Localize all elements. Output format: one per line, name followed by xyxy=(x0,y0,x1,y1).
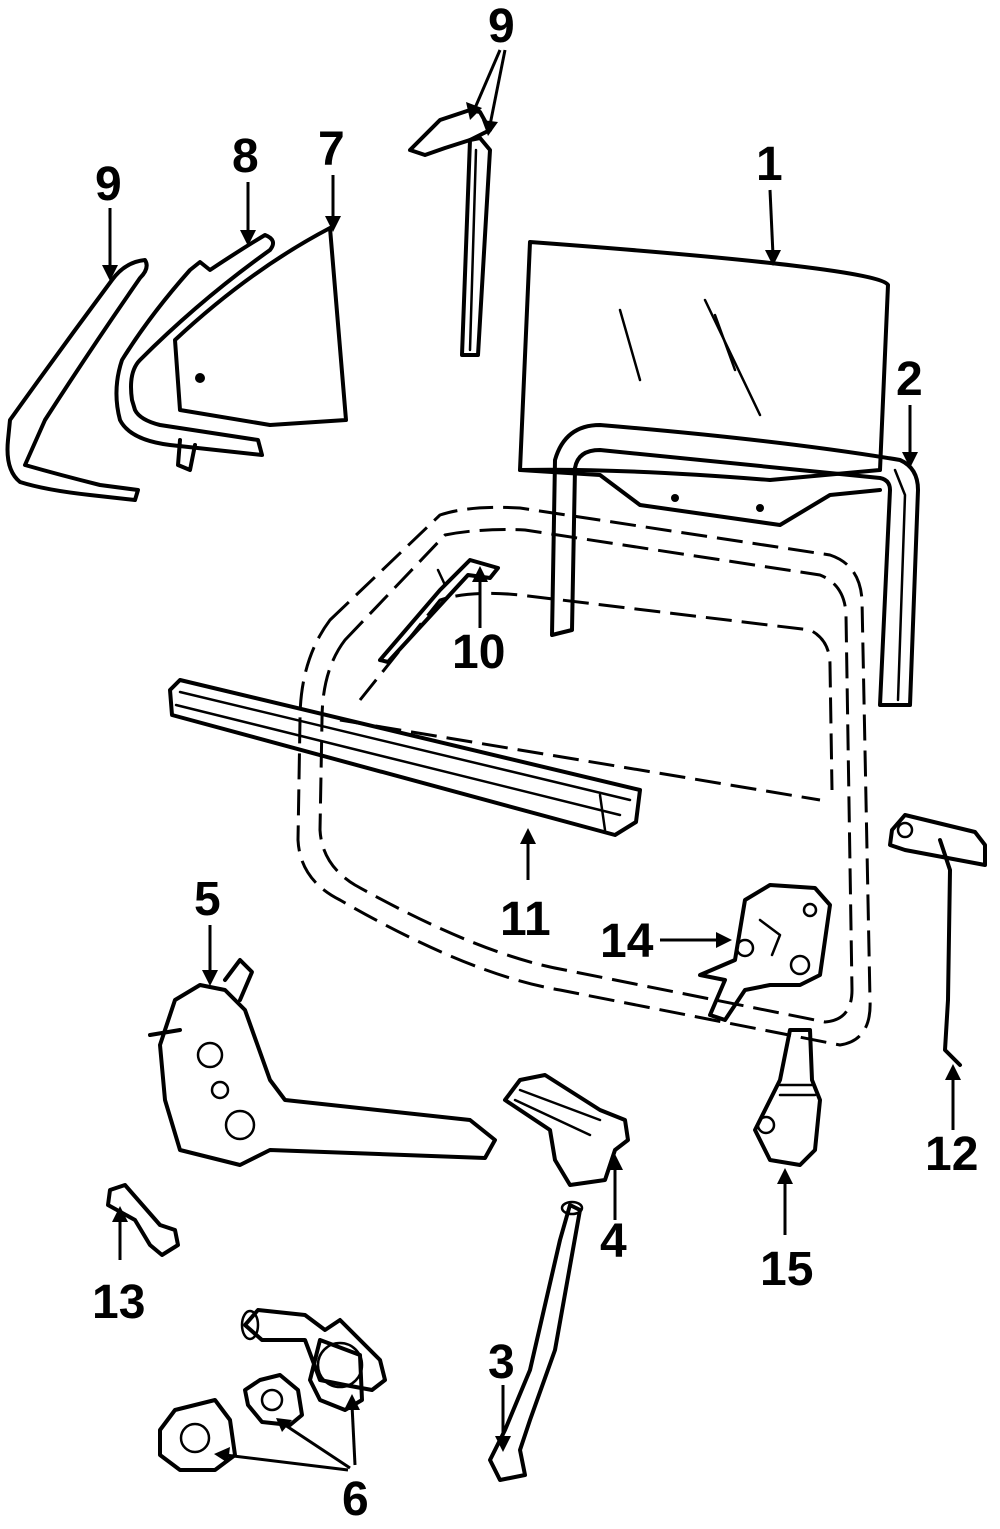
callout-9-left: 9 xyxy=(95,158,122,211)
window-motor[interactable] xyxy=(240,1308,387,1412)
callout-4: 4 xyxy=(600,1215,627,1268)
callout-11: 11 xyxy=(500,893,551,946)
lock-actuator[interactable] xyxy=(753,1028,822,1167)
callout-labels: 1 2 3 4 5 6 7 8 9 9 10 11 12 13 14 15 xyxy=(92,0,978,1526)
callout-6: 6 xyxy=(342,1473,369,1526)
callout-2: 2 xyxy=(896,353,923,406)
window-run-guide[interactable] xyxy=(378,558,500,664)
door-glass[interactable] xyxy=(518,240,890,527)
door-check-strap[interactable] xyxy=(488,1200,584,1482)
callout-10: 10 xyxy=(452,626,505,679)
belt-weatherstrip[interactable] xyxy=(168,678,642,837)
callout-15: 15 xyxy=(760,1243,813,1296)
callout-14: 14 xyxy=(600,915,654,968)
callout-12: 12 xyxy=(925,1128,978,1181)
latch-rod[interactable] xyxy=(888,813,987,1067)
door-shell-outline xyxy=(296,505,872,1047)
callout-9-top: 9 xyxy=(488,0,515,53)
vent-glass[interactable] xyxy=(173,226,348,427)
glass-run-channel[interactable] xyxy=(550,423,920,707)
division-bar[interactable] xyxy=(408,108,492,357)
callout-7: 7 xyxy=(318,123,345,176)
callout-3: 3 xyxy=(488,1336,515,1389)
callout-13: 13 xyxy=(92,1276,145,1329)
lower-hinge[interactable] xyxy=(503,1073,630,1187)
callout-1: 1 xyxy=(756,138,783,191)
motor-gear[interactable] xyxy=(243,1373,304,1427)
window-regulator[interactable] xyxy=(148,958,497,1167)
vent-frame-seal[interactable] xyxy=(114,233,276,472)
callout-5: 5 xyxy=(194,873,221,926)
vent-division-seal[interactable] xyxy=(5,258,149,502)
door-latch[interactable] xyxy=(698,883,832,1022)
callout-8: 8 xyxy=(232,130,259,183)
leader-lines xyxy=(102,49,961,1472)
